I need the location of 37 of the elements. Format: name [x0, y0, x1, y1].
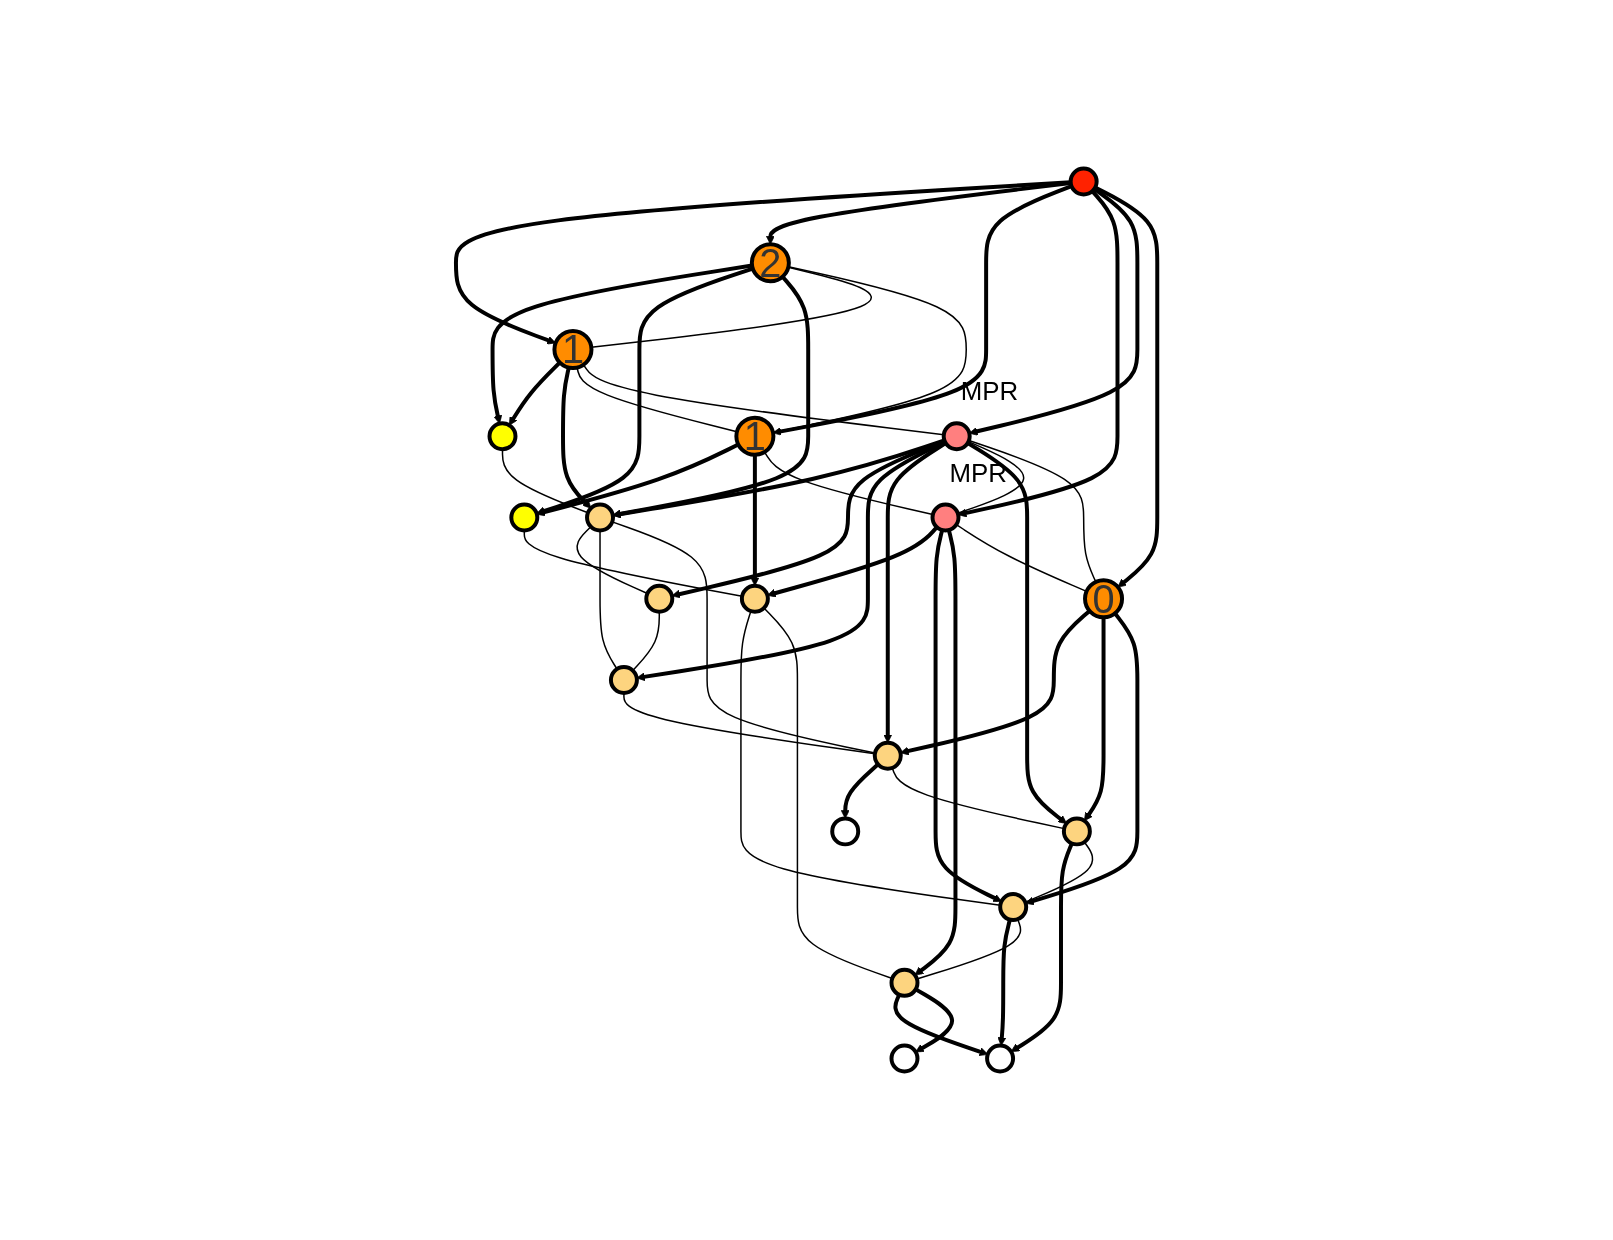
arrow — [933, 529, 1002, 902]
node-circle — [930, 502, 961, 533]
arrow — [636, 440, 946, 682]
node-circle — [889, 1043, 920, 1074]
arrow — [914, 529, 958, 976]
node-circle — [889, 967, 920, 998]
arrow — [1025, 612, 1140, 906]
node-circle — [487, 421, 518, 452]
node-circle — [509, 502, 540, 533]
arrow — [750, 454, 760, 587]
arrow — [1010, 842, 1074, 1053]
node-circle: 1 — [734, 415, 776, 457]
arrow — [997, 919, 1012, 1046]
arrow — [560, 367, 592, 509]
arrow — [966, 441, 1067, 824]
arrow — [840, 762, 880, 819]
node-circle — [830, 816, 861, 847]
node-circle — [985, 1043, 1015, 1074]
node-circle: 0 — [1082, 578, 1124, 620]
arrow — [1083, 617, 1106, 822]
node-circle — [941, 421, 972, 452]
node-caption: MPR — [960, 377, 1018, 406]
node-circle — [1068, 166, 1099, 197]
node-circle — [998, 892, 1029, 923]
node-caption: MPR — [949, 458, 1007, 487]
node-circle — [584, 502, 615, 533]
node-circle — [608, 665, 639, 695]
node-circle: 1 — [552, 329, 594, 370]
node-circle — [644, 583, 675, 614]
node-circle — [1061, 816, 1092, 847]
node-circle — [872, 740, 903, 771]
node-circle — [739, 583, 770, 614]
arrow — [914, 987, 954, 1053]
connector — [576, 525, 649, 595]
node-circle: 2 — [749, 242, 791, 284]
arrow — [508, 361, 562, 426]
connector — [631, 611, 660, 672]
